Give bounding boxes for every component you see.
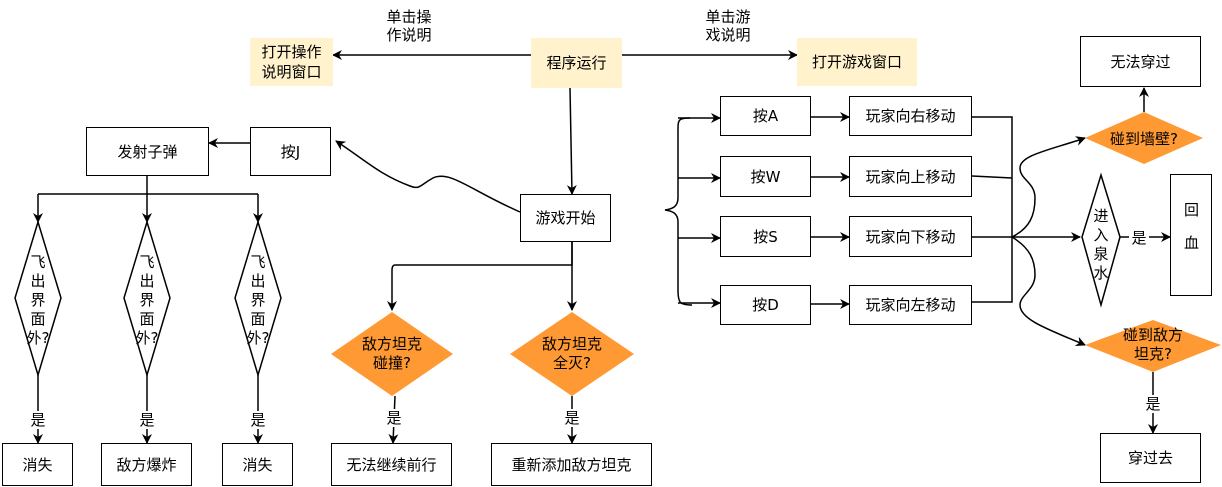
game-start-node: 游戏开始 — [520, 194, 611, 242]
diamond-fly-out-3 — [234, 219, 282, 378]
diamond-fly-out-2 — [123, 219, 171, 378]
enemy-collide-label: 敌方坦克 碰撞? — [361, 335, 422, 372]
enter-spring-label: 进入泉水 — [1093, 207, 1109, 282]
hit-enemy-tank-label: 碰到敌方 坦克? — [1122, 326, 1183, 363]
hit-wall-label: 碰到墙壁? — [1110, 129, 1178, 148]
diamond-fly-out-1 — [14, 219, 62, 378]
edge-press-j — [335, 140, 521, 213]
enemy-all-dead-label: 敌方坦克 全灭? — [541, 335, 602, 372]
enemy-explode-node: 敌方爆炸 — [101, 443, 192, 486]
yes-label-4: 是 — [385, 409, 403, 427]
fire-bullet-node: 发射子弹 — [86, 127, 209, 176]
diamond-enemy-collide — [331, 312, 453, 396]
readd-enemy-node: 重新添加敌方坦克 — [491, 443, 652, 486]
yes-label-2: 是 — [138, 411, 156, 429]
pass-through-node: 穿过去 — [1100, 433, 1201, 483]
open-game-window-node: 打开游戏窗口 — [797, 38, 917, 86]
press-d-node: 按D — [720, 285, 811, 325]
edge-label-click-game: 单击游 戏说明 — [693, 8, 763, 44]
diamond-enemy-all-dead — [510, 312, 634, 396]
fly-out-label-2: 飞出界面外? — [135, 252, 159, 347]
program-run-node: 程序运行 — [531, 38, 622, 88]
move-down-node: 玩家向下移动 — [849, 216, 972, 257]
diamond-enter-spring — [1081, 172, 1121, 308]
yes-label-7: 是 — [1144, 395, 1162, 413]
brace — [664, 117, 693, 306]
press-j-node: 按J — [250, 127, 331, 176]
vanish-node-1: 消失 — [2, 443, 73, 486]
edge-game-start — [566, 87, 577, 195]
press-s-node: 按S — [720, 216, 811, 257]
yes-label-6: 是 — [1129, 229, 1149, 247]
move-right-node: 玩家向右移动 — [849, 96, 972, 136]
restore-hp-text: 回血 — [1182, 202, 1200, 268]
fly-out-label-3: 飞出界面外? — [246, 252, 270, 347]
cannot-advance-node: 无法继续前行 — [331, 443, 452, 486]
yes-label-3: 是 — [249, 411, 267, 429]
press-w-node: 按W — [720, 156, 811, 197]
diamond-hit-enemy-tank — [1085, 320, 1221, 372]
edge-label-click-op: 单击操 作说明 — [374, 8, 444, 44]
yes-label-5: 是 — [563, 409, 581, 427]
edge-bullet-branch — [38, 176, 258, 195]
restore-hp-node: 回血 — [1170, 174, 1212, 296]
press-a-node: 按A — [720, 96, 811, 136]
diamond-hit-wall — [1085, 112, 1203, 164]
move-up-node: 玩家向上移动 — [849, 156, 972, 197]
cannot-pass-node: 无法穿过 — [1080, 36, 1201, 87]
open-op-window-node: 打开操作 说明窗口 — [250, 38, 333, 86]
yes-label-1: 是 — [29, 411, 47, 429]
fly-out-label-1: 飞出界面外? — [26, 252, 50, 347]
vanish-node-2: 消失 — [222, 443, 293, 486]
move-left-node: 玩家向左移动 — [849, 285, 972, 325]
